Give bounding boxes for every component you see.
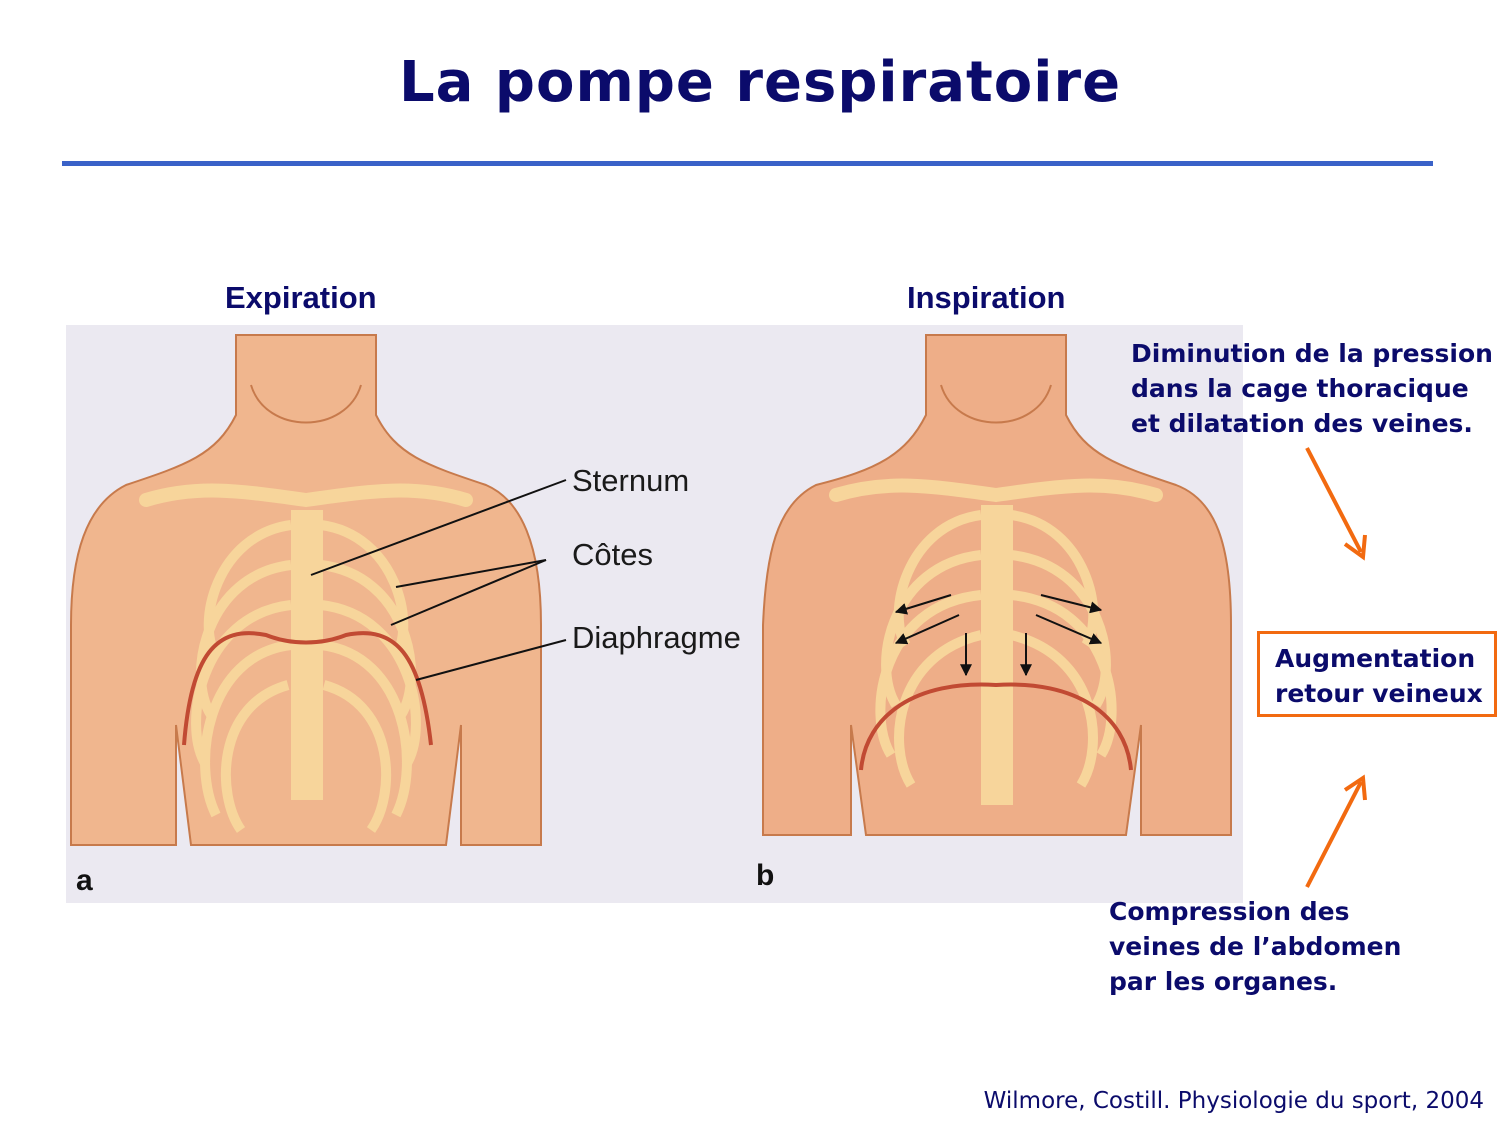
label-diaphragme: Diaphragme xyxy=(572,620,741,655)
arrow-down-icon xyxy=(1305,447,1367,561)
sternum-spine xyxy=(291,510,323,800)
label-cotes: Côtes xyxy=(572,537,653,572)
arrow-up-icon xyxy=(1305,774,1367,888)
panel-letter-a: a xyxy=(76,864,93,897)
breathing-illustration: a Sternum Côtes Diaphragme b xyxy=(66,325,1243,903)
sternum-spine-b xyxy=(981,505,1013,805)
title-divider xyxy=(62,161,1433,166)
annotation-venous-return: Augmentation retour veineux xyxy=(1275,644,1483,708)
source-credit: Wilmore, Costill. Physiologie du sport, … xyxy=(983,1088,1484,1114)
torso-expiration: a xyxy=(70,334,542,897)
ribs-expiration xyxy=(191,520,421,833)
leader-lines xyxy=(310,479,567,681)
slide-title: La pompe respiratoire xyxy=(398,50,1122,115)
inspiration-heading: Inspiration xyxy=(907,280,1066,315)
annotation-abdominal-compression: Compression des veines de l’abdomen par … xyxy=(1109,897,1402,996)
expiration-heading: Expiration xyxy=(225,280,377,315)
expansion-arrows xyxy=(894,594,1103,677)
torso-inspiration: b xyxy=(756,334,1232,892)
label-sternum: Sternum xyxy=(572,463,689,498)
panel-letter-b: b xyxy=(756,859,774,892)
venous-return-box xyxy=(1257,631,1497,717)
annotation-pressure-decrease: Diminution de la pression dans la cage t… xyxy=(1131,339,1493,438)
diaphragm-expiration xyxy=(182,631,433,746)
diaphragm-inspiration xyxy=(859,682,1133,771)
